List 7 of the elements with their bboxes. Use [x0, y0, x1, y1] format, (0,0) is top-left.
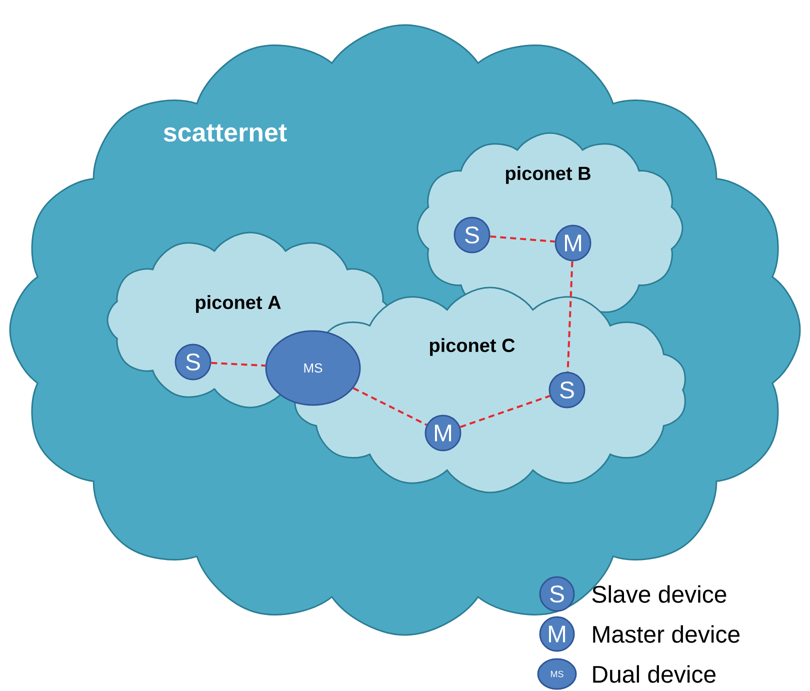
connector-line — [352, 387, 428, 426]
connector-line — [566, 261, 574, 372]
connector-line — [460, 395, 550, 428]
connector-line — [490, 235, 555, 243]
connector-line — [211, 362, 266, 367]
legend-text: Slave device — [592, 585, 726, 603]
legend-text: Dual device — [593, 665, 716, 683]
